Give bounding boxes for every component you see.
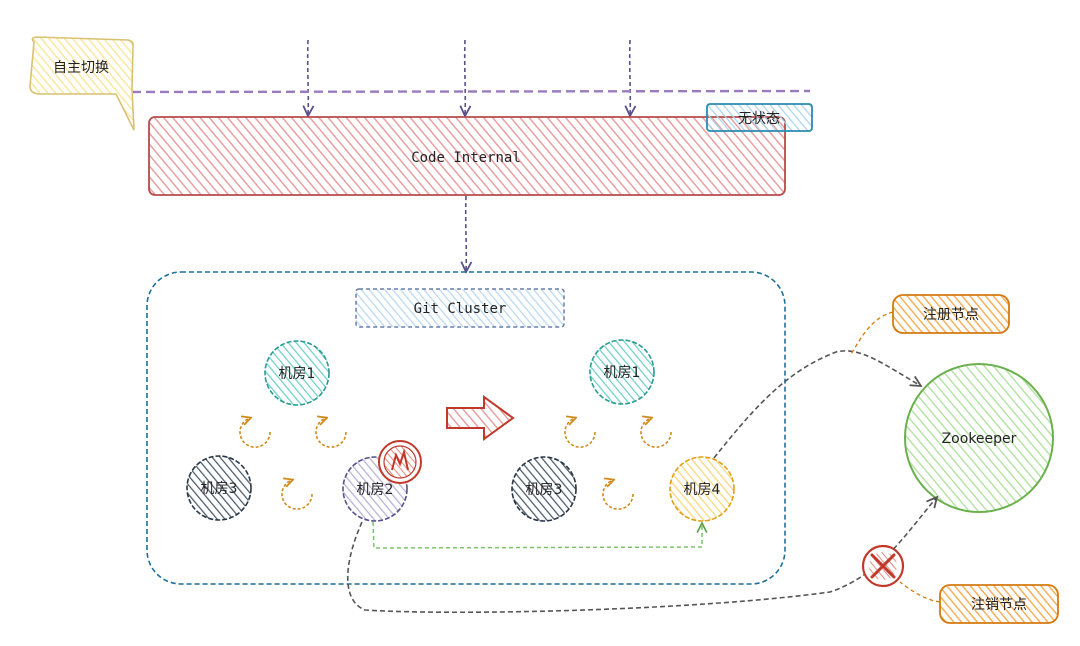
callout-register: 注册节点: [849, 294, 1010, 357]
stateless-tag-box: [706, 103, 813, 132]
callout-deregister-box: [939, 584, 1059, 624]
callout-deregister-text: 注销节点: [971, 597, 1027, 613]
callout-deregister-leader: [899, 581, 941, 603]
circular-arrow-icon: [640, 418, 672, 448]
room-2-before-label: 机房2: [357, 482, 394, 498]
stateless-tag: 无状态: [706, 103, 813, 132]
incoming-arrow-1: [308, 39, 309, 116]
code-internal-box: [148, 116, 786, 196]
room-3-after: 机房3: [511, 456, 577, 522]
rooms-before-switch: 机房1 机房3 机房2: [186, 340, 422, 522]
room-1-after: 机房1: [589, 339, 655, 405]
fire-badge-icon: [378, 440, 422, 484]
callout-auto-switch-bubble: [29, 36, 135, 131]
zookeeper-circle: [904, 363, 1054, 513]
git-cluster-label: Git Cluster: [414, 301, 507, 317]
room-4-after-label: 机房4: [684, 482, 721, 498]
code-internal-layer: Code Internal: [148, 116, 786, 196]
callout-auto-switch: 自主切换: [29, 36, 135, 131]
room-3-after-label: 机房3: [526, 482, 563, 498]
rooms-after-switch: 机房1 机房3 机房4: [511, 339, 735, 522]
git-cluster-label-box: [355, 288, 565, 328]
deregister-connector: [347, 497, 937, 614]
room-3-after-circle: [511, 456, 577, 522]
room-4-after-circle: [669, 456, 735, 522]
circular-arrow-icon: [564, 418, 596, 448]
right-arrow-icon: [446, 395, 515, 441]
register-connector: [713, 350, 921, 459]
room-3-before: 机房3: [186, 455, 252, 521]
circular-arrow-icon: [239, 418, 271, 448]
room-3-before-label: 机房3: [201, 481, 238, 497]
circular-arrow-icon: [315, 418, 347, 448]
callout-register-box: [892, 294, 1010, 334]
auto-switch-divider: [131, 89, 811, 94]
migration-line: [372, 522, 702, 549]
callout-register-leader: [849, 311, 894, 357]
circular-arrow-icon: [281, 480, 313, 510]
incoming-traffic-arrows: [308, 39, 631, 116]
zookeeper-label: Zookeeper: [942, 431, 1017, 447]
git-cluster-outline: [146, 271, 786, 585]
room-1-before-label: 机房1: [279, 366, 316, 382]
room-1-before: 机房1: [264, 340, 330, 406]
room-3-before-circle: [186, 455, 252, 521]
code-internal-label: Code Internal: [411, 150, 521, 166]
incoming-arrow-2: [465, 39, 466, 116]
git-cluster-frame: Git Cluster: [146, 271, 786, 585]
room-1-after-circle: [589, 339, 655, 405]
incoming-arrow-3: [630, 39, 631, 116]
callout-deregister: 注销节点: [899, 581, 1059, 624]
code-to-git-arrow: [466, 195, 467, 272]
circular-arrow-icon: [602, 480, 634, 510]
callout-register-text: 注册节点: [923, 307, 979, 323]
room-4-after: 机房4: [669, 456, 735, 522]
stateless-tag-text: 无状态: [738, 111, 780, 127]
zookeeper-node: Zookeeper: [904, 363, 1054, 513]
cross-circle-icon: [861, 544, 905, 588]
room-1-before-circle: [264, 340, 330, 406]
callout-auto-switch-text: 自主切换: [53, 59, 109, 76]
room-1-after-label: 机房1: [604, 365, 641, 381]
